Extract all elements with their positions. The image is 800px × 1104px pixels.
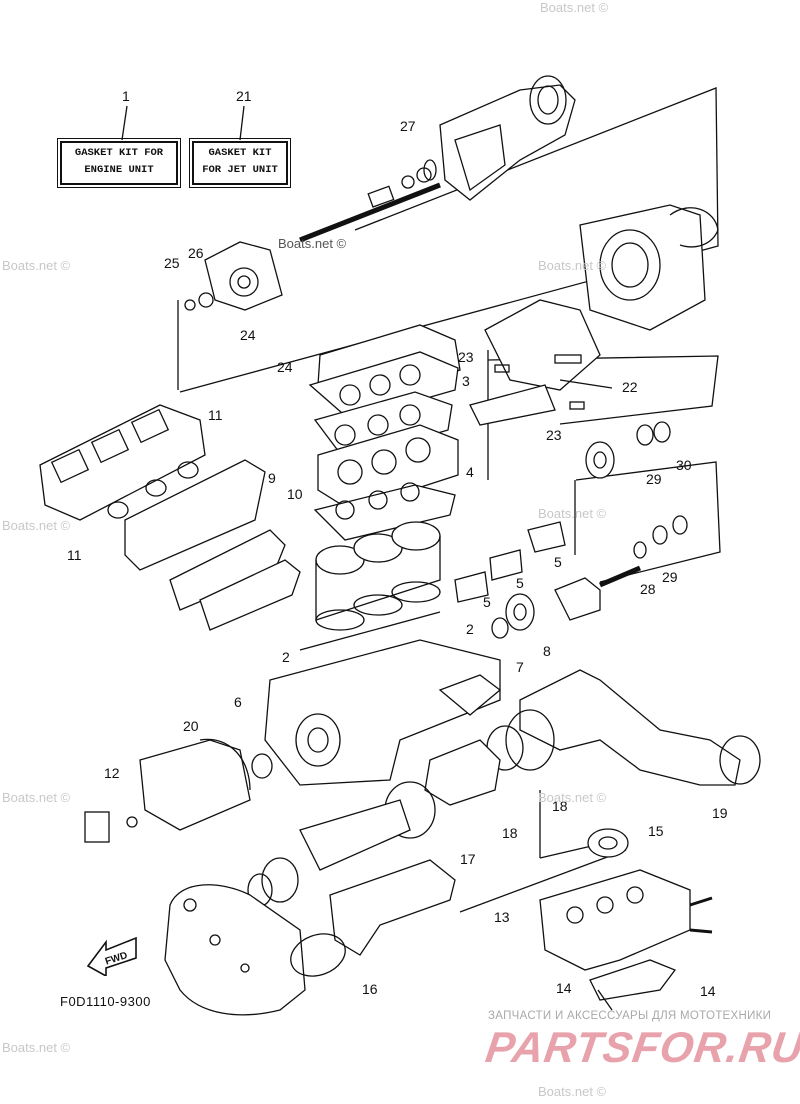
callout-label: 4 [466,464,474,480]
gasket-kit-engine-box: GASKET KIT FOR ENGINE UNIT [57,138,181,188]
callout-label: 16 [362,981,378,997]
watermark: Boats.net © [2,518,71,533]
callout-label: 14 [700,983,716,999]
callout-label: 29 [646,471,662,487]
callout-label: 13 [494,909,510,925]
callout-label: 7 [516,659,524,675]
callout-label: 2 [466,621,474,637]
callout-label: 11 [67,547,82,563]
gasket-kit-jet-box: GASKET KIT FOR JET UNIT [189,138,291,188]
watermark: Boats.net © [538,1084,607,1099]
callout-label: 2 [282,649,290,665]
callout-label: 9 [268,470,276,486]
watermark: Boats.net © [278,236,347,251]
callout-label: 22 [622,379,638,395]
callout-label: 20 [183,718,199,734]
kit-jet-line-1: GASKET KIT [208,147,272,159]
callout-label: 27 [400,118,416,134]
callout-label: 5 [516,575,524,591]
kit-jet-line-2: FOR JET UNIT [202,164,278,176]
callout-label: 30 [676,457,692,473]
kit-callout-jet: 21 [236,88,252,104]
watermark: Boats.net © [538,506,607,521]
callout-label: 23 [546,427,562,443]
callout-label: 17 [460,851,476,867]
callout-label: 28 [640,581,656,597]
brand-tagline: ЗАПЧАСТИ И АКСЕССУАРЫ ДЛЯ МОТОТЕХНИКИ [488,1010,772,1022]
watermark: Boats.net © [538,790,607,805]
callout-label: 15 [648,823,664,839]
kit-callout-engine: 1 [122,88,130,104]
watermark: Boats.net © [538,258,607,273]
watermark: Boats.net © [2,258,71,273]
watermark: Boats.net © [2,790,71,805]
callout-label: 5 [554,554,562,570]
callout-label: 14 [556,980,572,996]
callout-label: 3 [462,373,470,389]
callout-label: 26 [188,245,204,261]
forward-arrow-icon: FWD [86,936,137,976]
callout-label: 25 [164,255,180,271]
callout-label: 29 [662,569,678,585]
brand-logo: PARTSFOR.RU [482,1024,800,1072]
callout-label: 5 [483,594,491,610]
callout-label: 24 [277,359,293,375]
callout-label: 23 [458,349,474,365]
kit-engine-line-2: ENGINE UNIT [84,164,154,176]
callout-label: 8 [543,643,551,659]
callout-label: 18 [552,798,568,814]
callout-label: 11 [208,407,223,423]
watermark: Boats.net © [540,0,609,15]
callout-label: 10 [287,486,303,502]
figure-code: F0D1110-9300 [60,994,151,1009]
callout-label: 19 [712,805,728,821]
callout-label: 18 [502,825,518,841]
kit-engine-line-1: GASKET KIT FOR [74,147,164,159]
watermark: Boats.net © [2,1040,71,1055]
callout-label: 6 [234,694,242,710]
callout-label: 24 [240,327,256,343]
callout-label: 12 [104,765,120,781]
